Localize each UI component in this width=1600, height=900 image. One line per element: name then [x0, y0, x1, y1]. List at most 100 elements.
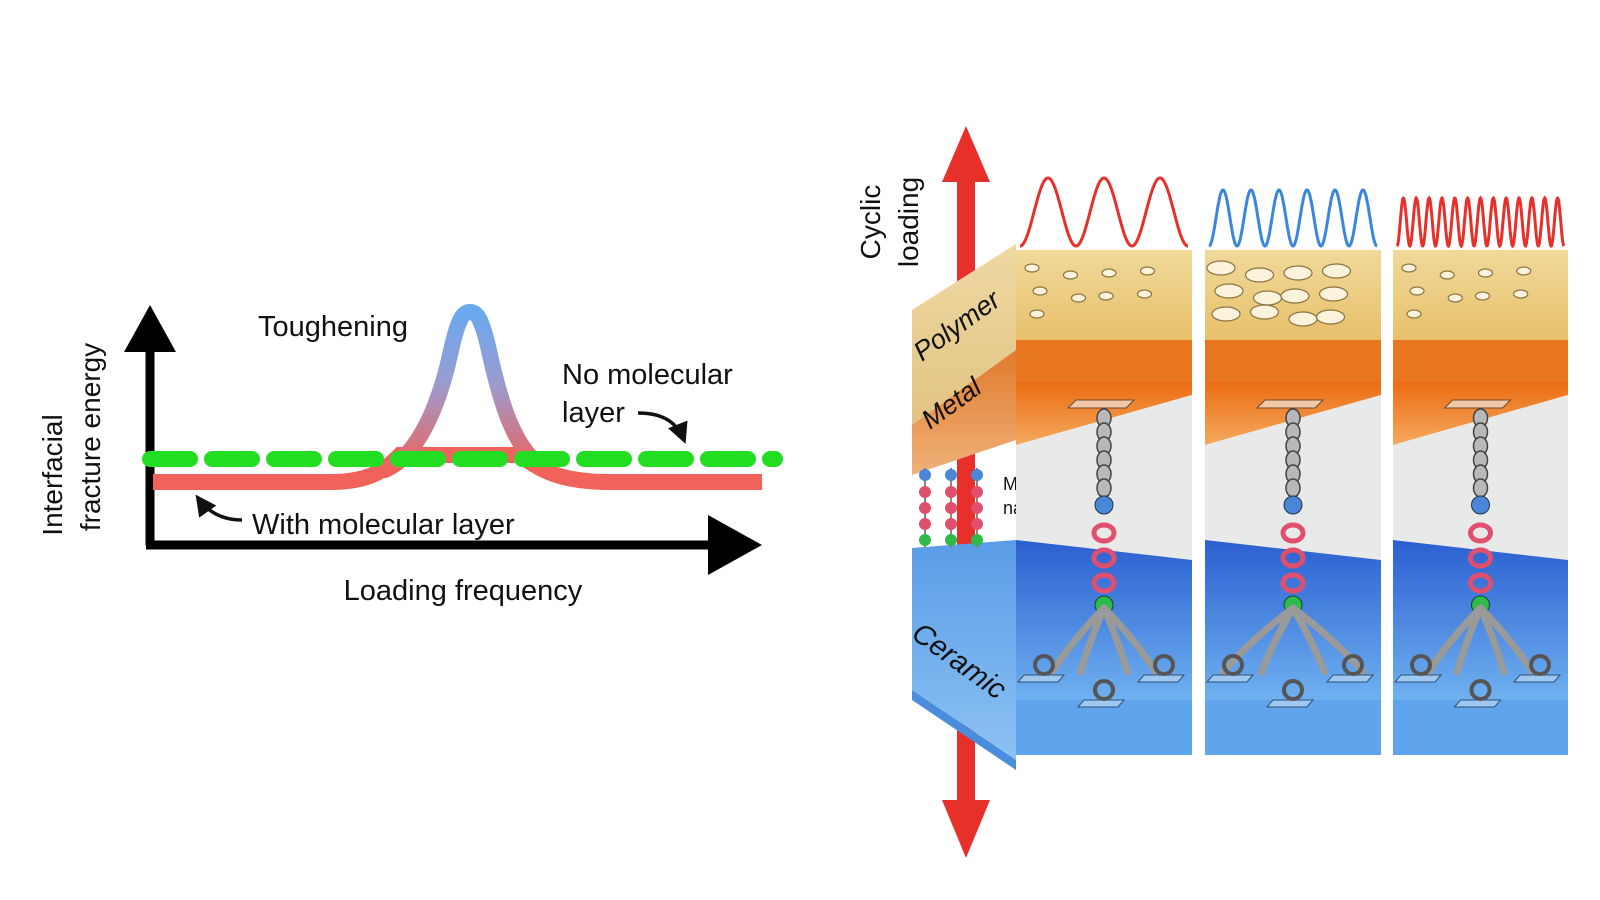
anchor-ring [1093, 679, 1115, 701]
polymer-void [1516, 266, 1532, 276]
bead-pink [1468, 522, 1493, 544]
polymer-void [1029, 309, 1045, 319]
anchor-plate [1255, 399, 1325, 409]
bead-pink [1280, 522, 1306, 544]
polymer-void [1211, 306, 1241, 322]
loading-wave-3 [1395, 195, 1566, 249]
metal-layer [1205, 340, 1381, 382]
polymer-void [1406, 309, 1422, 319]
metal-layer [1016, 340, 1192, 382]
polymer-void [1244, 267, 1275, 283]
chain-link [1472, 478, 1489, 498]
anchor-ring [1529, 654, 1551, 676]
polymer-void [1024, 263, 1040, 273]
polymer-void [1439, 270, 1455, 280]
anchor-plate [1066, 399, 1136, 409]
polymer-void [1447, 293, 1463, 303]
bead-pink [1280, 572, 1306, 594]
chain-branch [1100, 604, 1160, 676]
anchor-ring [1342, 654, 1364, 676]
fracture-energy-graph: Interfacial fracture energy Loading freq… [37, 303, 783, 607]
polymer-void [1032, 286, 1048, 296]
polymer-void [1409, 286, 1425, 296]
anchor-ring [1410, 654, 1432, 676]
polymer-void [1214, 283, 1244, 299]
x-axis-label: Loading frequency [344, 575, 583, 607]
polymer-void [1315, 309, 1346, 325]
chain-branch [1077, 604, 1108, 676]
anchor-ring [1222, 654, 1244, 676]
loading-label-line2: loading [893, 177, 924, 267]
anchor-plate [1443, 399, 1512, 409]
chain-branch [1477, 604, 1536, 676]
polymer-void [1280, 288, 1310, 304]
chain-branch [1258, 604, 1297, 676]
polymer-void [1062, 270, 1079, 280]
polymer-void [1252, 290, 1283, 306]
interface-schematic: Cyclic loading Polymer Metal Ceramic [855, 126, 1568, 858]
slab-side-faces [912, 244, 1016, 770]
bead-pink [1091, 572, 1117, 594]
anchor-post-base [1076, 699, 1126, 708]
bead-pink [1091, 547, 1117, 569]
polymer-void [1321, 263, 1352, 279]
anchor-post-base [1393, 674, 1443, 683]
bead-blue [1283, 495, 1303, 515]
chain-link [1285, 478, 1301, 498]
polymer-void [1098, 291, 1114, 301]
loading-wave-1 [1019, 176, 1189, 248]
polymer-void [1070, 293, 1087, 303]
metal-layer [1393, 340, 1568, 382]
frequency-panel-3 [1393, 195, 1568, 755]
ceramic-layer-front [1393, 700, 1568, 755]
frequency-panel-2 [1205, 188, 1381, 755]
no-layer-label-line2: layer [562, 397, 625, 429]
y-axis-label-line2: fracture energy [75, 343, 106, 531]
with-layer-pointer-arrow [195, 494, 243, 522]
anchor-ring [1282, 679, 1304, 701]
toughening-peak [377, 303, 556, 478]
anchor-post-base [1325, 674, 1375, 683]
ceramic-layer-front [1016, 700, 1192, 755]
anchor-post-base [1016, 674, 1066, 683]
chain-link [1096, 478, 1112, 498]
x-axis-arrowhead [708, 515, 762, 575]
polymer-void [1206, 260, 1236, 276]
anchor-ring [1153, 654, 1175, 676]
anchor-ring [1469, 679, 1492, 701]
polymer-void [1288, 311, 1318, 327]
edge-nanolayer [919, 468, 983, 548]
frequency-panel-1 [1016, 176, 1192, 755]
anchor-post-base [1265, 699, 1315, 708]
bead-pink [1280, 547, 1306, 569]
polymer-void [1139, 266, 1156, 276]
chain-branch [1219, 604, 1297, 676]
polymer-void [1513, 289, 1529, 299]
loading-wave-2 [1208, 188, 1378, 248]
bead-blue [1094, 495, 1114, 515]
bead-pink [1091, 522, 1117, 544]
polymer-void [1401, 263, 1417, 273]
polymer-void [1101, 268, 1117, 278]
anchor-post-base [1136, 674, 1186, 683]
peak-label: Toughening [258, 311, 408, 343]
polymer-void [1477, 268, 1494, 278]
y-axis-label-line1: Interfacial [37, 414, 68, 535]
anchor-ring [1033, 654, 1055, 676]
anchor-post-base [1205, 674, 1255, 683]
polymer-void [1318, 286, 1349, 302]
ceramic-layer [1205, 540, 1381, 700]
polymer-void [1136, 289, 1153, 299]
no-layer-pointer-arrow [637, 411, 688, 444]
polymer-void [1249, 304, 1280, 320]
polymer-void [1474, 291, 1491, 301]
frequency-panels [1016, 176, 1568, 755]
chain-branch [1289, 604, 1367, 676]
with-layer-label: With molecular layer [252, 509, 515, 541]
anchor-post-base [1453, 699, 1502, 708]
y-axis-arrowhead [124, 305, 176, 352]
ceramic-layer-front [1205, 700, 1381, 755]
loading-label-line1: Cyclic [855, 185, 886, 260]
no-layer-label-line1: No molecular [562, 359, 733, 391]
